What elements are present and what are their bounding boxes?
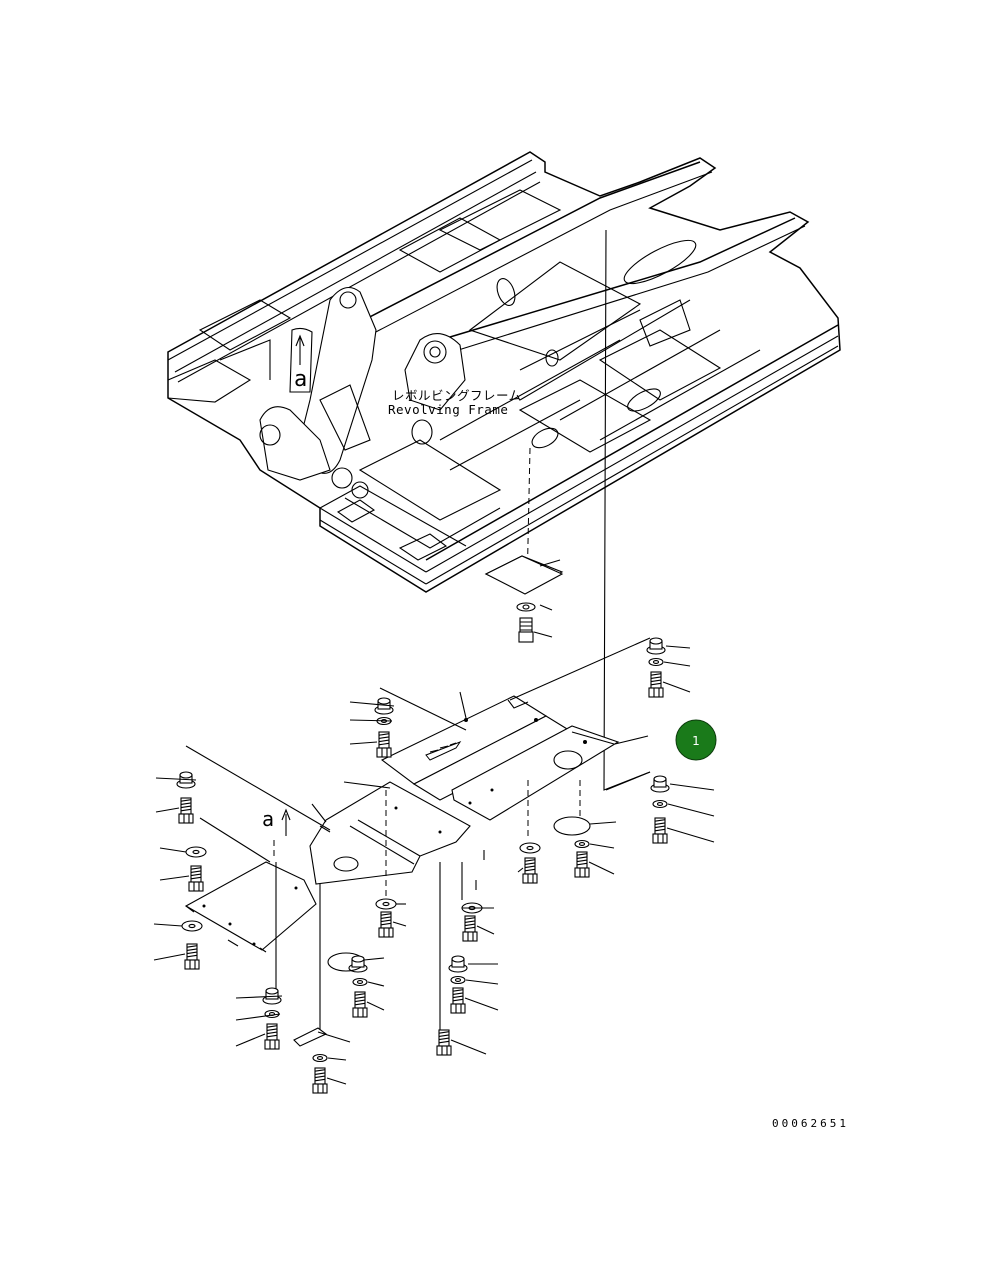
right-under-cover	[380, 695, 649, 832]
callout-1-label: 1	[692, 734, 700, 748]
view-marker-a-bottom: a	[262, 807, 291, 836]
view-marker-label: a	[294, 367, 307, 392]
middle-under-cover	[309, 781, 471, 885]
frame-label-en: Revolving Frame	[388, 402, 508, 417]
fasteners	[153, 637, 715, 1094]
frame-label-jp: レボルビングフレーム	[392, 388, 522, 403]
frame-label: レボルビングフレーム Revolving Frame	[388, 388, 522, 417]
tab-plate	[293, 1027, 351, 1047]
view-marker-a-top: a	[289, 327, 313, 393]
left-under-cover	[184, 861, 317, 953]
drawing-number: 00062651	[772, 1117, 849, 1130]
view-marker-label-lower: a	[262, 807, 274, 831]
callout-1[interactable]: 1	[675, 719, 717, 761]
leader-lines	[185, 637, 651, 1030]
cover-plate-small	[484, 555, 564, 643]
revolving-frame-drawing	[167, 151, 841, 593]
